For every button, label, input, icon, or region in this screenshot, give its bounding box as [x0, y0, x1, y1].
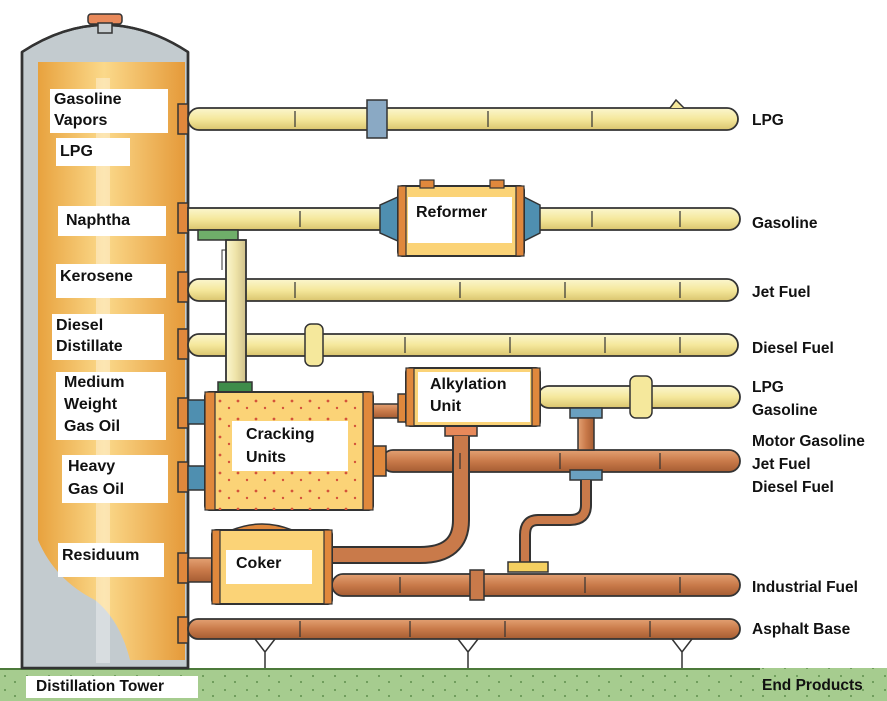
output-motor-gasoline-group: Motor Gasoline Jet Fuel Diesel Fuel	[752, 433, 865, 496]
output-industrial-fuel: Industrial Fuel	[752, 579, 858, 596]
fraction-label-lpg: LPG	[56, 138, 130, 166]
pipe-diesel	[187, 323, 739, 367]
fraction-label-residuum: Residuum	[58, 543, 164, 577]
output-asphalt-base: Asphalt Base	[752, 621, 851, 638]
pipe-industrial-fuel	[331, 569, 741, 601]
pipe-joint-marks	[294, 111, 681, 637]
end-products-title: End Products	[762, 677, 863, 694]
pipe-naphtha-drop	[197, 229, 253, 395]
alkylation-unit-label: Alkylation Unit	[418, 372, 530, 422]
distillation-tower-title: Distillation Tower	[26, 676, 198, 698]
fraction-label-heavy-gas-oil: Heavy Gas Oil	[62, 455, 168, 503]
pipe-asphalt	[187, 618, 741, 668]
fraction-label-naphtha: Naphtha	[58, 206, 166, 236]
pipe-lpg-gasoline	[537, 375, 741, 419]
pipe-alkylation-down	[328, 425, 478, 564]
output-gasoline: Gasoline	[752, 215, 818, 232]
pipe-gasoil-to-cracking	[187, 399, 209, 491]
pipe-kerosene	[187, 278, 739, 302]
output-lpg-gasoline: LPG Gasoline	[752, 379, 818, 419]
tower-fittings	[177, 103, 189, 644]
output-jet-fuel: Jet Fuel	[752, 284, 811, 301]
output-lpg: LPG	[752, 112, 784, 129]
pipe-motor-gasoline	[371, 445, 741, 477]
pipe-lpg	[187, 98, 739, 139]
cracking-units-label: Cracking Units	[232, 421, 348, 471]
fraction-label-gasoline-vapors: Gasoline Vapors	[50, 89, 168, 133]
coker-label: Coker	[226, 550, 312, 584]
fraction-label-kerosene: Kerosene	[56, 264, 166, 298]
pipe-right-drop	[507, 407, 603, 573]
fraction-label-diesel-distillate: Diesel Distillate	[52, 314, 164, 360]
output-diesel-fuel: Diesel Fuel	[752, 340, 834, 357]
fraction-label-medium-weight-gas-oil: Medium Weight Gas Oil	[56, 372, 166, 440]
reformer-label: Reformer	[408, 197, 512, 243]
